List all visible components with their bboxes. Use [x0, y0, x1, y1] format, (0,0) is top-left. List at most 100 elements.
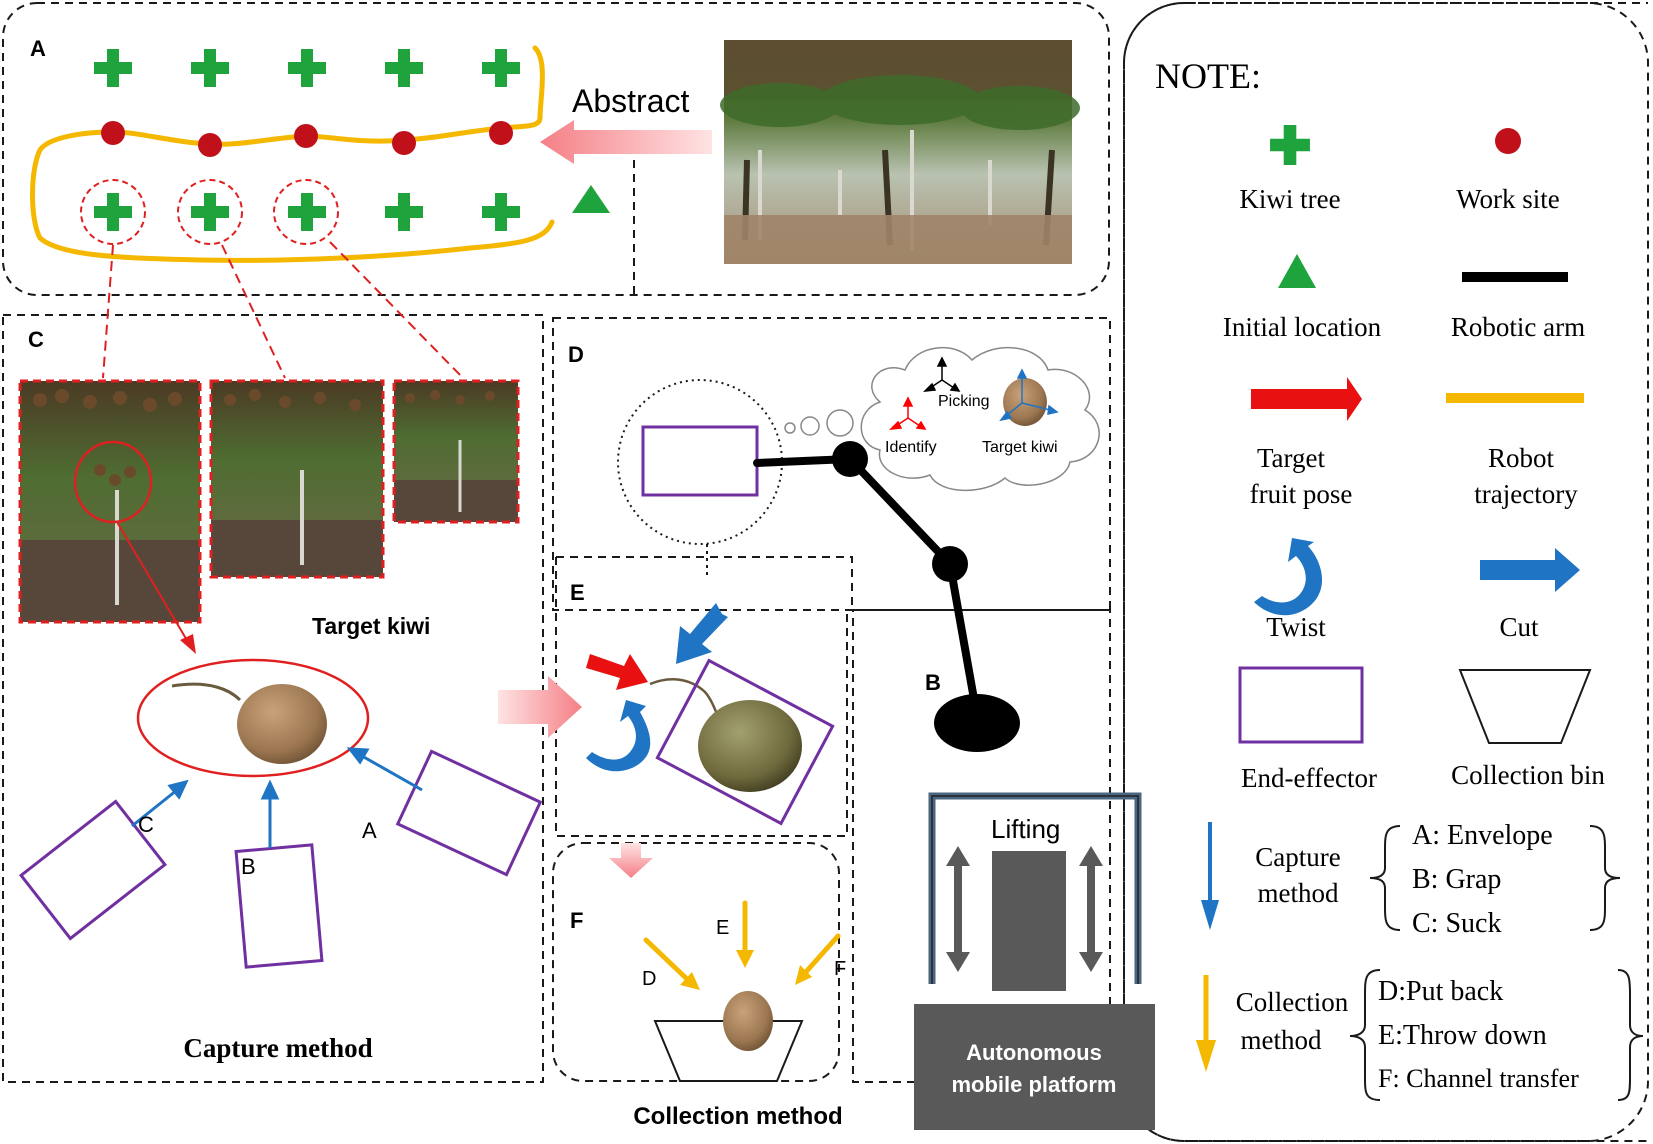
panel-a-label: A: [30, 36, 46, 61]
lift-arrow-right: [1079, 846, 1103, 972]
target-kiwi-ellipse: [136, 658, 370, 778]
note-twist-icon: [1254, 538, 1323, 616]
note-collection-option-d: D:Put back: [1378, 976, 1503, 1007]
kiwi-tree-icon: [482, 193, 520, 231]
kiwi-tree-icon: [385, 49, 423, 87]
note-initial-location-icon: [1278, 254, 1316, 288]
panel-e-frame: [555, 556, 853, 837]
note-capture-brace-left: [1369, 825, 1401, 931]
end-effector-c: [18, 799, 168, 941]
panel-c-frame: [2, 314, 544, 1083]
method-a-label: A: [362, 818, 377, 843]
note-collection-line1: Collection: [1236, 987, 1349, 1017]
note-title: NOTE:: [1155, 56, 1261, 96]
note-work-site-label: Work site: [1456, 184, 1560, 214]
target-pointer-head: [180, 634, 196, 654]
end-effector-e: [655, 658, 835, 826]
picking-frame-icon: [922, 356, 961, 392]
kiwi-tree-icon: [385, 193, 423, 231]
note-trajectory-icon: [1446, 393, 1584, 403]
collection-arrows: [643, 900, 841, 990]
end-effector-d: [641, 425, 759, 497]
kiwi-fruit-e: [698, 700, 802, 792]
end-effector-a: [395, 749, 543, 877]
abstract-label: Abstract: [572, 83, 689, 119]
lifting-label: Lifting: [991, 814, 1060, 844]
panel-a-frame: [2, 2, 1110, 296]
note-trajectory-line2: trajectory: [1474, 479, 1578, 509]
panel-d-label: D: [568, 342, 584, 367]
platform-label-line2: mobile platform: [951, 1072, 1116, 1097]
note-target-pose-line1: Target: [1257, 443, 1326, 473]
note-collection-bin-icon: [1458, 669, 1592, 744]
note-capture-option-b: B: Grap: [1412, 864, 1501, 895]
work-site-icon: [101, 121, 125, 145]
note-capture-line2: method: [1258, 878, 1339, 908]
kiwi-photo-2: [209, 379, 385, 579]
note-end-effector-label: End-effector: [1241, 763, 1377, 793]
work-site-icon: [489, 121, 513, 145]
arm-joint-1: [832, 441, 868, 477]
note-collection-option-f: F: Channel transfer: [1378, 1064, 1579, 1093]
note-cut-label: Cut: [1499, 612, 1539, 642]
panel-c-label: C: [28, 327, 44, 352]
note-robotic-arm-icon: [1462, 272, 1568, 282]
identify-frame-icon: [888, 396, 927, 430]
target-kiwi-thumb: [1003, 378, 1047, 426]
kiwi-tree-icon: [288, 193, 326, 231]
method-c-label: C: [138, 812, 154, 837]
note-initial-location-label: Initial location: [1223, 312, 1382, 342]
note-target-pose-icon: [1251, 377, 1362, 421]
note-collection-brace-right: [1617, 969, 1644, 1101]
note-cut-icon: [1480, 548, 1580, 592]
note-trajectory-line1: Robot: [1488, 443, 1555, 473]
capture-arrows: [131, 747, 423, 848]
kiwi-photo-1: [18, 379, 202, 624]
platform-label-line1: Autonomous: [966, 1040, 1102, 1065]
panel-e-label: E: [570, 580, 585, 605]
collect-e-label: E: [716, 917, 729, 939]
note-target-pose-line2: fruit pose: [1250, 479, 1353, 509]
initial-location-icon: [572, 185, 610, 213]
note-frame: [1123, 2, 1653, 1142]
target-kiwi-label: Target kiwi: [312, 613, 430, 639]
collection-method-title: Collection method: [633, 1103, 842, 1130]
robot-arm: [753, 455, 981, 720]
kiwi-tree-icon: [482, 49, 520, 87]
note-collection-line2: method: [1241, 1025, 1322, 1055]
panel-d-frame: [552, 317, 1111, 611]
note-capture-brace-right: [1589, 825, 1621, 931]
capture-method-title: Capture method: [183, 1033, 372, 1063]
picking-label: Picking: [938, 393, 990, 410]
note-kiwi-tree-icon: [1270, 125, 1310, 165]
note-work-site-icon: [1495, 128, 1521, 154]
cut-arrow: [676, 603, 728, 664]
target-kiwi-d-label: Target kiwi: [982, 439, 1058, 456]
note-capture-arrow-icon: [1201, 900, 1219, 930]
note-twist-label: Twist: [1266, 612, 1326, 642]
lift-arrow-left: [946, 846, 970, 972]
note-end-effector-icon: [1238, 666, 1364, 744]
panel-b-label: B: [925, 670, 941, 695]
identify-label: Identify: [885, 439, 937, 456]
work-site-icon: [198, 133, 222, 157]
method-b-label: B: [241, 854, 256, 879]
note-capture-option-c: C: Suck: [1412, 908, 1501, 939]
target-tree-markers: [80, 179, 339, 245]
note-robotic-arm-label: Robotic arm: [1451, 312, 1585, 342]
panel-f-label: F: [570, 908, 583, 933]
twist-arrow: [586, 700, 651, 772]
kiwi-tree-icon: [94, 193, 132, 231]
target-highlight-circle: [73, 440, 153, 524]
target-kiwi-frame-icon: [999, 368, 1059, 422]
capture-to-e-arrow: [498, 676, 582, 738]
orchard-photo: [720, 40, 1080, 264]
kiwi-stem: [171, 682, 242, 702]
capture-end-effectors: [18, 749, 543, 969]
note-collection-arrow-icon: [1196, 1040, 1216, 1072]
kiwi-fruit-f: [723, 991, 773, 1051]
note-capture-option-a: A: Envelope: [1412, 820, 1553, 851]
panel-f-frame: [552, 842, 840, 1082]
